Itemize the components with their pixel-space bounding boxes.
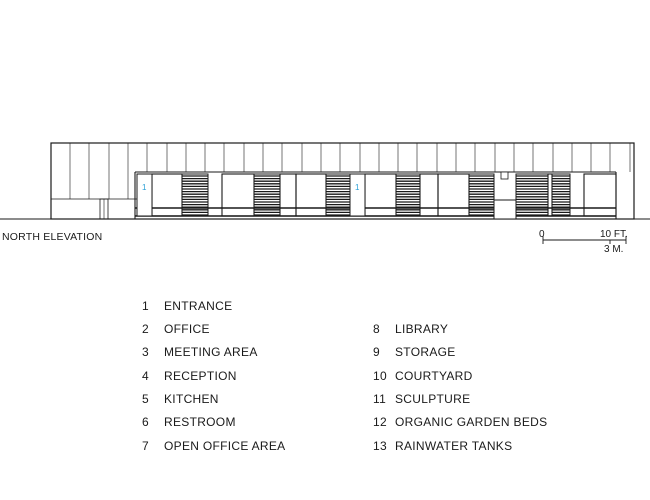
- north-elevation-drawing: 1 1: [0, 142, 650, 244]
- louver-frame: [515, 173, 549, 217]
- entrance-door-east: [349, 173, 366, 217]
- louver-frame: [181, 173, 209, 217]
- window-frame: [151, 173, 183, 217]
- window-frame: [437, 173, 470, 217]
- door-tag-west: 1: [142, 183, 147, 192]
- louver-frame: [395, 173, 421, 217]
- elevation-title: NORTH ELEVATION: [2, 231, 103, 243]
- courtyard-opening: [493, 199, 517, 220]
- scale-zero: 0: [539, 229, 545, 240]
- scale-metric: 3 M.: [604, 244, 624, 255]
- window-frame: [279, 173, 297, 217]
- door-tag-east: 1: [355, 183, 360, 192]
- window-frame: [364, 173, 397, 217]
- scale-imperial: 10 FT.: [600, 229, 628, 240]
- louver-frame: [468, 173, 495, 217]
- building-outline: [50, 142, 635, 220]
- window-frame: [295, 173, 327, 217]
- window-frame: [583, 173, 617, 217]
- louver-frame: [253, 173, 281, 217]
- window-frame: [419, 173, 439, 217]
- louver-frame: [551, 173, 571, 217]
- window-frame: [221, 173, 255, 217]
- scale-bar: [542, 236, 627, 244]
- louver-screens: [181, 173, 571, 217]
- cladding-panels: [69, 143, 631, 199]
- window-frame: [547, 173, 553, 217]
- roof-vent: [500, 171, 509, 180]
- entrance-door-west: [136, 173, 153, 217]
